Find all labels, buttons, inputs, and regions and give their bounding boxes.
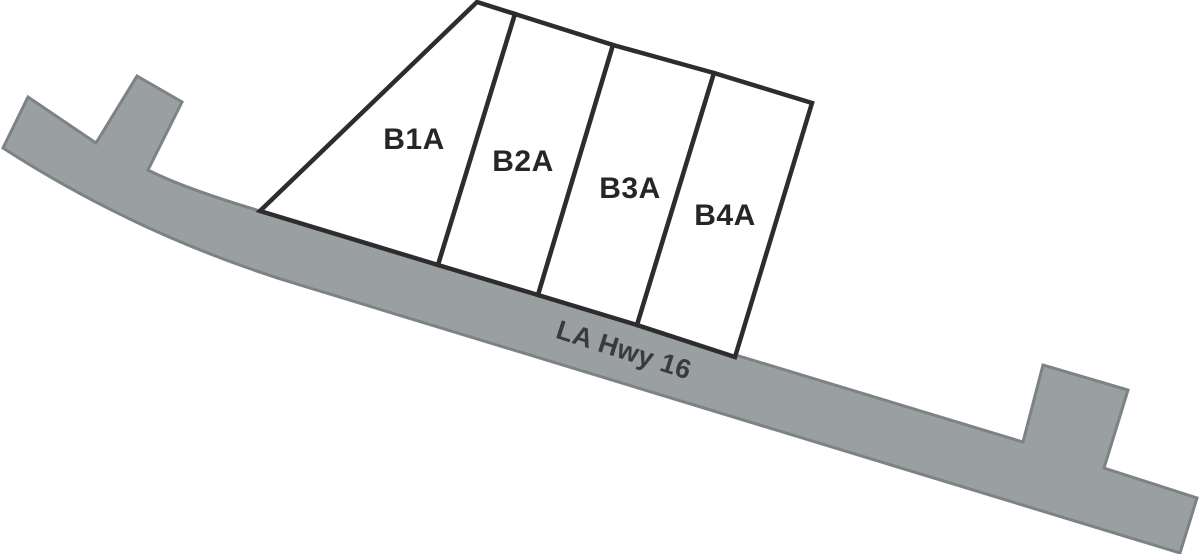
lot-b2a-label: B2A [492,145,554,178]
lot-b3a-label: B3A [599,172,661,205]
lot-b4a-shape [634,70,815,360]
lot-b4a-label: B4A [694,199,756,232]
lot-b1a-label: B1A [383,123,445,156]
